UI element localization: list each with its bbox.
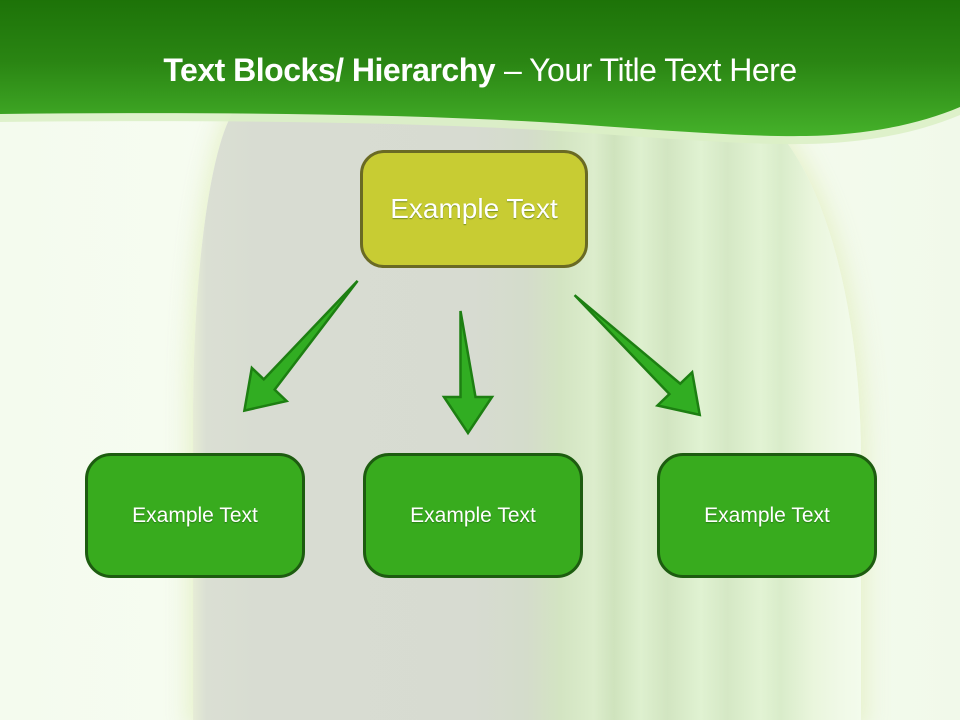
hierarchy-child-label-2: Example Text xyxy=(410,503,536,527)
hierarchy-child-block-3: Example Text xyxy=(657,453,877,578)
slide-title: Text Blocks/ Hierarchy– Your Title Text … xyxy=(0,52,960,88)
hierarchy-child-label-3: Example Text xyxy=(704,503,830,527)
hierarchy-root-label: Example Text xyxy=(390,193,558,224)
hierarchy-child-label-1: Example Text xyxy=(132,503,258,527)
arrow-down-icon xyxy=(441,310,495,436)
arrow-down-left-icon xyxy=(242,279,359,413)
slide-title-regular: – Your Title Text Here xyxy=(504,52,797,88)
header-band xyxy=(0,0,960,145)
hierarchy-root-block: Example Text xyxy=(360,150,588,268)
header-wave-shape xyxy=(0,0,960,137)
hierarchy-child-block-1: Example Text xyxy=(85,453,305,578)
arrow-down-right-icon xyxy=(573,294,702,417)
hierarchy-child-block-2: Example Text xyxy=(363,453,583,578)
slide-title-bold: Text Blocks/ Hierarchy xyxy=(163,52,496,88)
